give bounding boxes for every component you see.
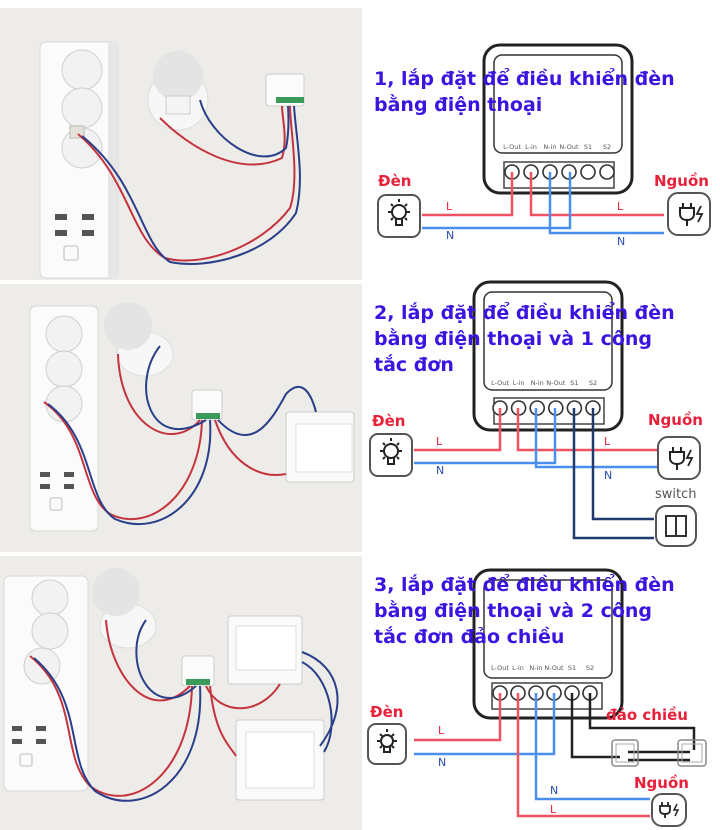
title-line: tắc đơn đảo chiều [374, 626, 565, 648]
title-line: bằng điện thoại và 1 công [374, 328, 653, 350]
terminal-s2 [599, 164, 615, 180]
smart-switch-module [181, 655, 215, 687]
power-icon-box [651, 793, 687, 827]
terminal-label: L-in [512, 664, 524, 672]
wire-label-N: N [617, 235, 626, 248]
light-bulb-icon [377, 729, 397, 753]
terminal-label: N-in [543, 143, 556, 151]
power-strip [39, 41, 119, 279]
title-line: 2, lắp đặt để điều khiển đèn [374, 302, 675, 324]
power-strip [29, 305, 99, 532]
terminal-label: N-in [531, 379, 544, 387]
smart-switch-module [265, 73, 305, 107]
live-wire-lamp [422, 172, 514, 217]
wire-label-N: N [438, 756, 447, 769]
terminal-label: L-in [513, 379, 525, 387]
lamp-label: Đèn [378, 172, 412, 190]
lamp-label: Đèn [370, 703, 404, 721]
lamp-label: Đèn [372, 412, 406, 430]
terminal-label: L-Out [491, 664, 509, 672]
power-strip [3, 575, 89, 792]
power-label: Nguồn [634, 774, 689, 792]
wire-label-N: N [604, 469, 613, 482]
terminal-label: S1 [570, 379, 578, 387]
live-wire-power [529, 172, 664, 217]
terminal-label: N-Out [546, 379, 566, 387]
wall-switch-1 [227, 615, 303, 685]
switch-icon-box [655, 505, 697, 547]
terminal-label: L-Out [503, 143, 521, 151]
panel-2-title: 2, lắp đặt để điều khiển đèn bằng điện t… [374, 300, 675, 378]
plug-icon [669, 447, 694, 470]
terminal-label: S2 [586, 664, 594, 672]
lamp-icon-box [369, 433, 413, 477]
wall-switch [285, 411, 355, 483]
wire-label-L: L [604, 435, 611, 448]
terminal-label: L-in [525, 143, 537, 151]
photo-setup-1 [0, 8, 362, 280]
title-line: tắc đơn [374, 354, 454, 376]
wires [29, 619, 339, 802]
wire-label-N: N [436, 464, 445, 477]
switch-label: switch [655, 487, 697, 502]
light-bulb [92, 568, 157, 649]
terminal-label: S2 [603, 143, 611, 151]
lamp-icon-box [367, 723, 407, 765]
terminal-label: S1 [584, 143, 592, 151]
wire-label-L: L [446, 200, 453, 213]
wiring [414, 408, 658, 540]
smart-switch-body [472, 280, 624, 432]
terminal-label: S1 [568, 664, 576, 672]
terminal-label: N-Out [559, 143, 579, 151]
terminal-s1 [580, 164, 596, 180]
power-icon-box [667, 192, 711, 236]
smart-switch-module [191, 389, 223, 421]
wires [43, 345, 317, 525]
lamp-icon-box [377, 194, 421, 238]
light-bulb-icon [388, 199, 410, 226]
title-line: 1, lắp đặt để điều khiển đèn [374, 68, 675, 90]
photo-setup-3 [0, 556, 362, 830]
wire-label-L: L [550, 803, 557, 816]
light-bulb-icon [380, 438, 402, 465]
panel-1-title: 1, lắp đặt để điều khiển đèn bằng điện t… [374, 66, 675, 118]
wire-label-N: N [550, 784, 559, 797]
plug-icon [679, 203, 704, 226]
neutral-wire-power [548, 172, 664, 235]
terminal-label: N-Out [544, 664, 564, 672]
wall-switch-icon [665, 515, 687, 537]
power-label: Nguồn [648, 411, 703, 429]
two-way-switch-1 [611, 739, 639, 767]
plug-icon [659, 802, 680, 818]
light-bulb [104, 302, 174, 377]
neutral-wire-lamp [422, 172, 572, 230]
smart-switch-body [482, 43, 634, 195]
title-line: bằng điện thoại và 2 công [374, 600, 653, 622]
title-line: bằng điện thoại [374, 94, 543, 116]
two-way-switch-label: đảo chiều [606, 706, 688, 724]
wire-label-L: L [436, 435, 443, 448]
terminal-label: N-in [529, 664, 542, 672]
power-icon-box [657, 436, 701, 480]
two-way-switch-2 [677, 739, 707, 767]
terminal-label: L-Out [491, 379, 509, 387]
title-line: 3, lắp đặt để điều khiển đèn [374, 574, 675, 596]
wire-label-L: L [438, 724, 445, 737]
power-label: Nguồn [654, 172, 709, 190]
light-bulb [147, 51, 209, 131]
terminal-label: S2 [589, 379, 597, 387]
wire-label-L: L [617, 200, 624, 213]
wall-switch-2 [235, 719, 325, 801]
wire-label-N: N [446, 229, 455, 242]
panel-3-title: 3, lắp đặt để điều khiển đèn bằng điện t… [374, 572, 675, 650]
photo-setup-2 [0, 284, 362, 552]
wiring [422, 172, 664, 235]
wires [77, 99, 301, 265]
